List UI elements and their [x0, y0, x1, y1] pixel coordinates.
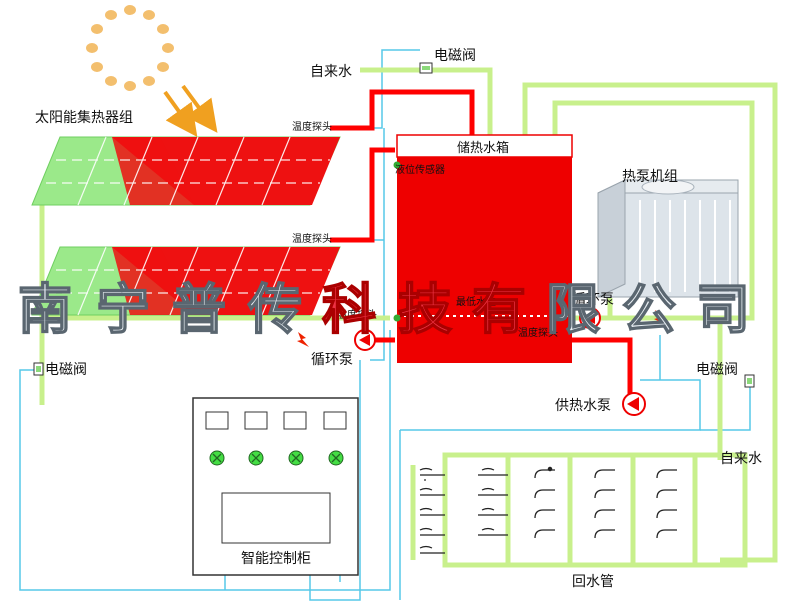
heat-pump-label: 热泵机组 — [622, 169, 678, 185]
watermark-char: 科 — [322, 277, 376, 341]
watermark-char: 传 — [247, 277, 302, 341]
solenoid-valve-top-label: 电磁阀 — [434, 48, 476, 64]
collector-group-label: 太阳能集热器组 — [35, 109, 133, 126]
sunlight-arrows — [163, 84, 218, 137]
tap-water-top-label: 自来水 — [310, 64, 352, 80]
temp-probe-1-label: 温度探头 — [292, 120, 332, 133]
storage-tank-label: 储热水箱 — [457, 140, 509, 156]
control-cabinet-label: 智能控制柜 — [241, 551, 311, 567]
solenoid-valve-right-icon — [744, 374, 755, 388]
watermark-char: 技 — [398, 277, 452, 341]
watermark-char: 宁 — [96, 277, 150, 341]
watermark-char: 司 — [696, 277, 750, 341]
watermark-char: 有 — [472, 277, 526, 341]
watermark-char: 限 — [546, 277, 600, 341]
solenoid-valve-left-icon — [33, 362, 44, 376]
temp-probe-2-label: 温度探头 — [292, 232, 332, 245]
shower-heads — [419, 467, 508, 554]
circ-pump-left-label: 循环泵 — [311, 352, 353, 368]
company-watermark: 南 宁 普 传 科 技 有 限 公 司 — [17, 276, 751, 342]
level-sensor-icon — [393, 161, 401, 169]
supply-pump-icon — [622, 392, 646, 416]
control-cabinet — [192, 397, 359, 576]
circ-pump-right-label: 循环泵 — [572, 292, 614, 308]
watermark-char: 普 — [172, 277, 226, 341]
electric-spark-icon — [297, 310, 666, 347]
temp-probe-tank-right-label: 温度探头 — [518, 326, 558, 339]
supply-pump-label: 供热水泵 — [555, 398, 611, 414]
solenoid-valve-left-label: 电磁阀 — [45, 362, 87, 378]
water-taps — [534, 466, 677, 539]
solenoid-valve-top-icon — [419, 62, 433, 74]
circ-pump-right-icon — [579, 307, 601, 329]
watermark-char: 公 — [622, 277, 676, 341]
cabinet-indicator-lights — [209, 450, 344, 466]
signal-wires — [19, 49, 751, 601]
temp-probe-tank-label: 温度探头 — [337, 308, 377, 321]
heat-pump-unit — [597, 179, 739, 298]
sun-icon — [86, 5, 174, 91]
storage-tank — [396, 134, 573, 363]
solar-collector-upper — [31, 136, 341, 206]
solenoid-valve-right-label: 电磁阀 — [696, 362, 738, 378]
cold-water-pipes — [39, 67, 778, 568]
water-level-label: 最低水位 — [456, 295, 496, 308]
return-pipe-label: 回水管 — [572, 574, 614, 590]
tap-water-right-label: 自来水 — [720, 451, 762, 467]
collector-grid-lines — [46, 136, 330, 316]
tank-temp-probe-icon — [393, 314, 401, 322]
circ-pump-left-icon — [354, 329, 376, 351]
watermark-char: 南 — [18, 277, 72, 341]
level-sensor-label: 液位传感器 — [395, 163, 445, 176]
